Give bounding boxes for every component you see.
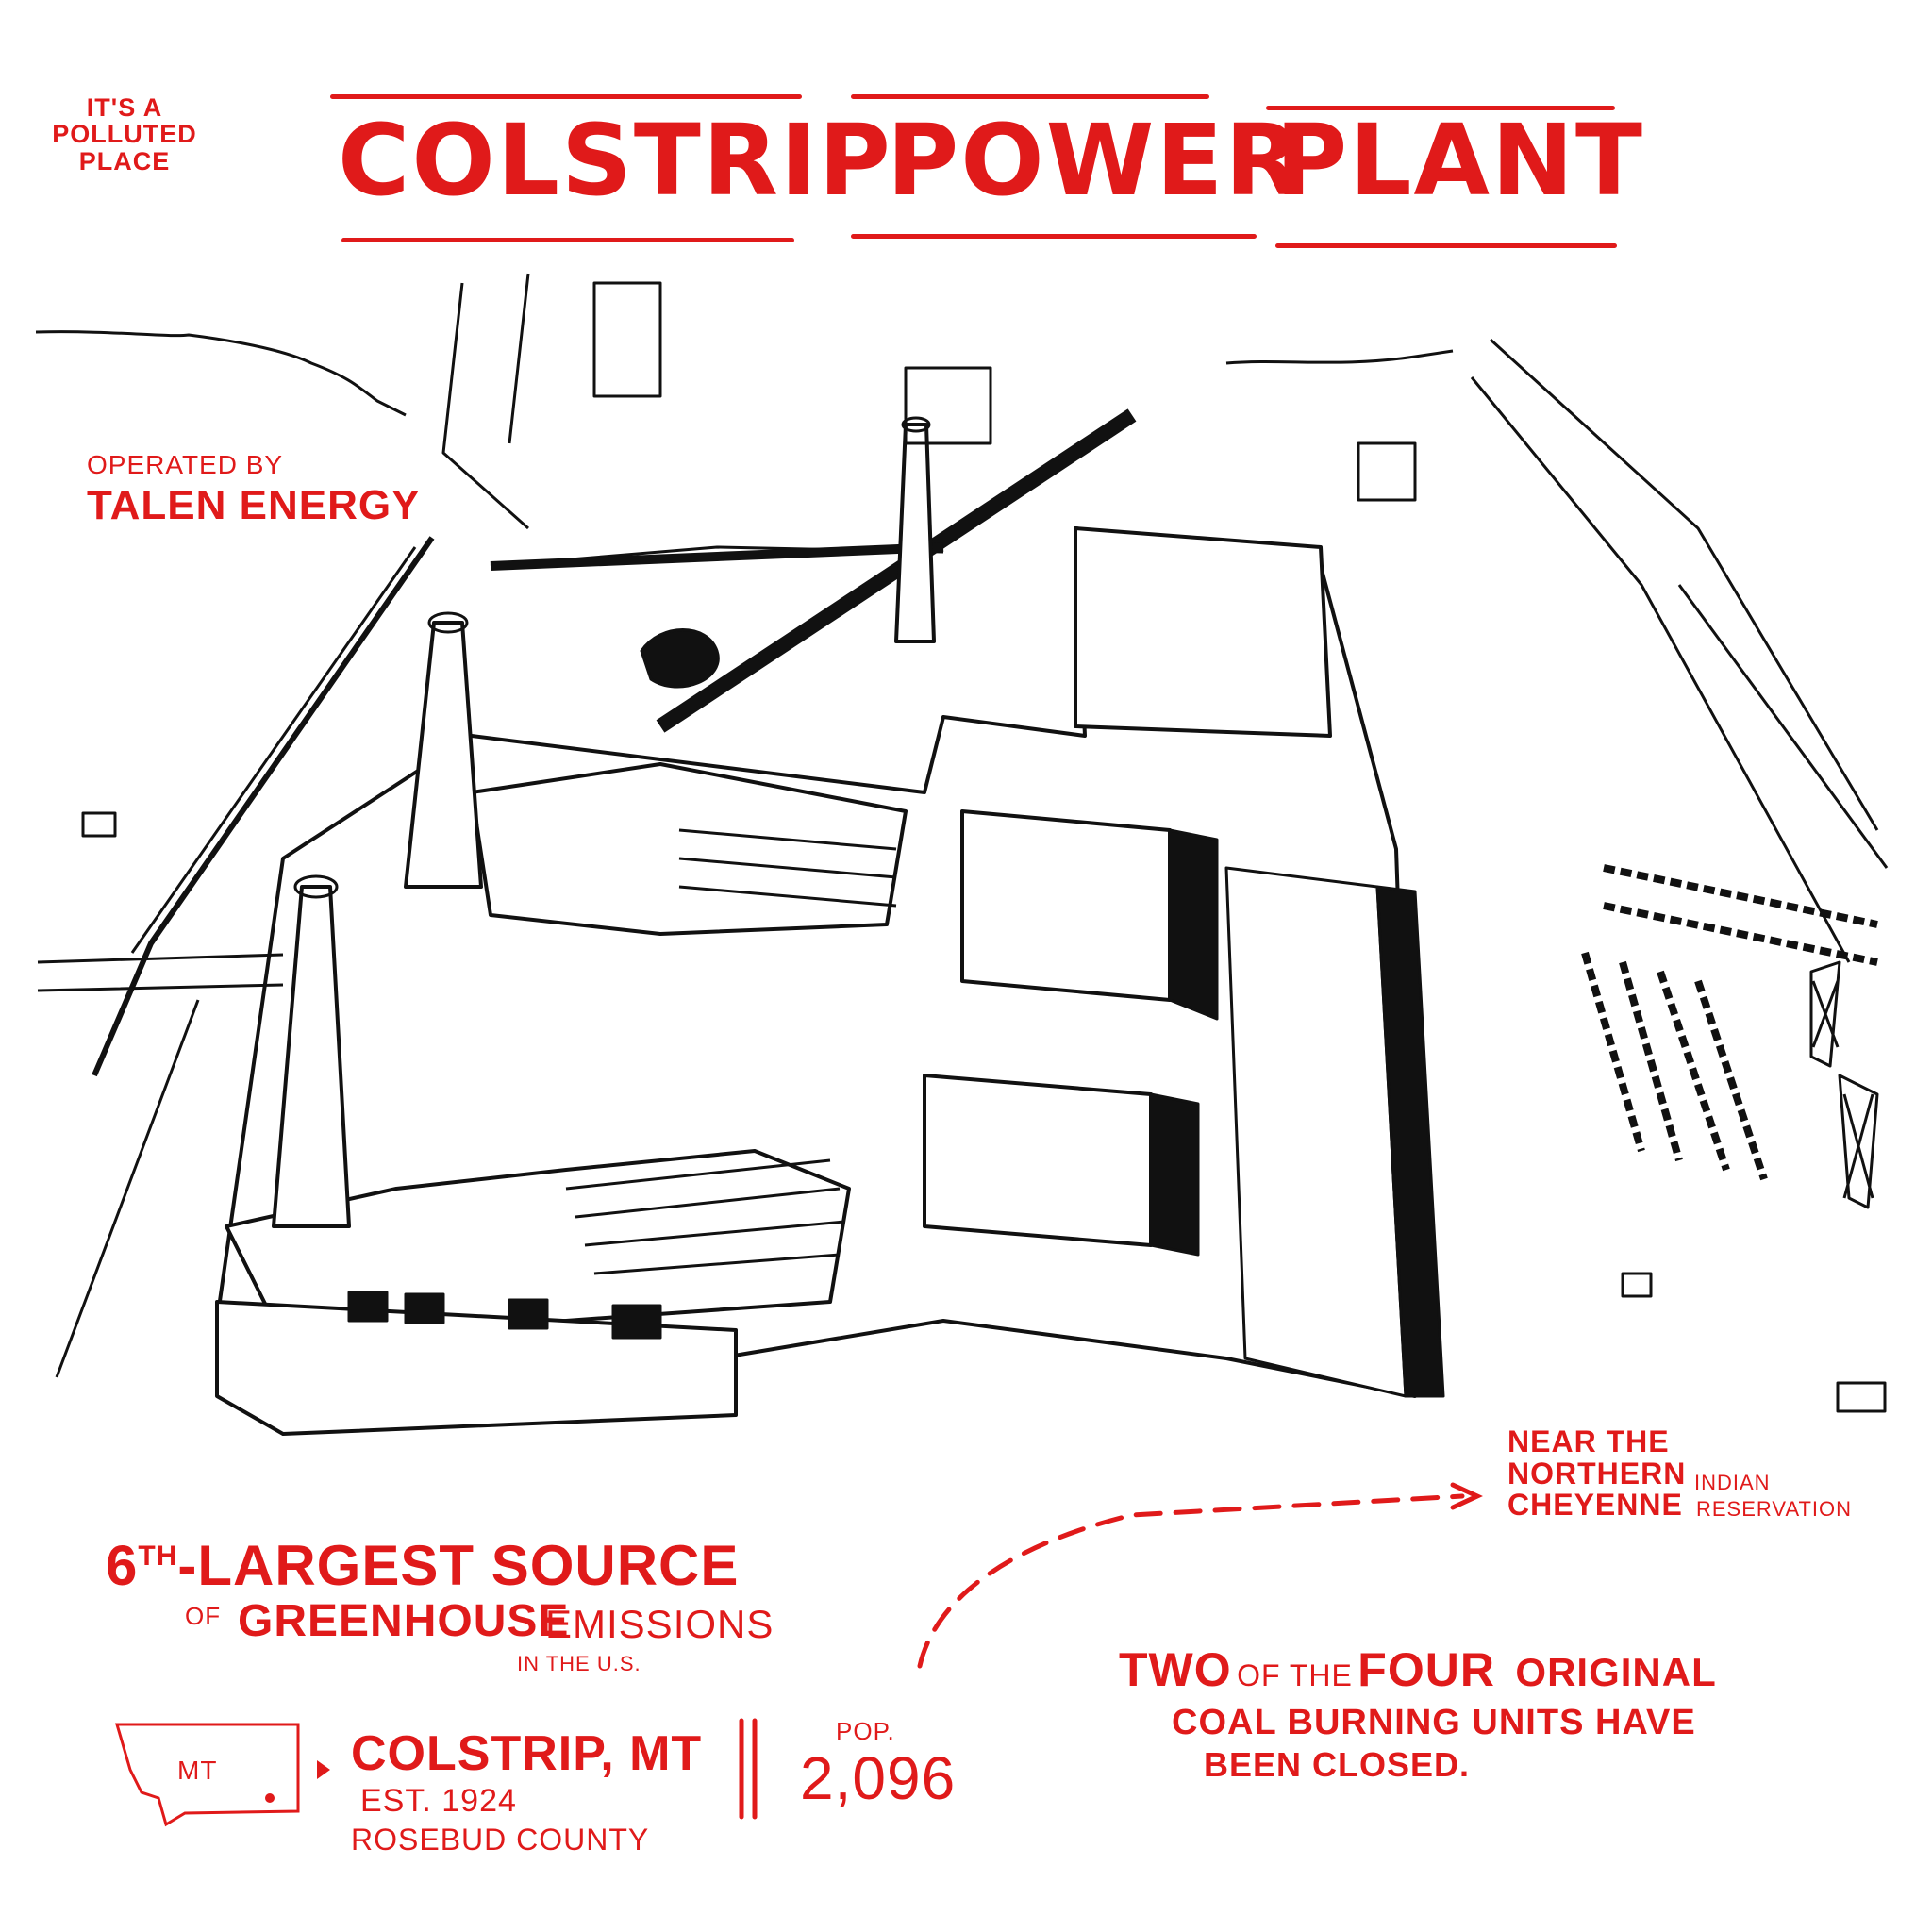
road-lower-left	[55, 999, 200, 1378]
title-bottom-rule-1	[341, 238, 794, 242]
title-top-rule-1	[330, 94, 802, 99]
largest-source-text: -LARGEST SOURCE	[177, 1534, 740, 1597]
boiler-building-upper	[960, 809, 1172, 1002]
outbuilding-1	[81, 811, 117, 838]
conveyor-2	[490, 542, 944, 571]
title-word-colstrip: COLSTRIP	[338, 103, 892, 218]
emissions-word: EMISSIONS	[545, 1602, 774, 1646]
title-word-plant: PLANT	[1275, 103, 1644, 218]
town-established: EST. 1924	[360, 1783, 517, 1819]
units-four: FOUR	[1357, 1643, 1495, 1696]
near-line-3: CHEYENNE	[1507, 1488, 1683, 1523]
turbine-hall	[1224, 866, 1407, 1398]
road-top-left	[441, 273, 530, 530]
outbuilding-3	[1621, 1272, 1653, 1298]
horizon-right	[1225, 349, 1454, 365]
units-original: ORIGINAL	[1515, 1650, 1717, 1694]
title-top-rule-2	[851, 94, 1209, 99]
road-left-diagonal	[92, 536, 435, 1077]
boiler-dark-wall-2	[1149, 1092, 1200, 1257]
boiler-building-top	[1074, 526, 1332, 738]
emissions-in-us: IN THE U.S.	[517, 1652, 641, 1675]
transmission-pylon-1	[1809, 960, 1841, 1068]
boiler-building-lower	[923, 1074, 1153, 1247]
title-bottom-rule-3	[1275, 243, 1617, 248]
stack-3	[894, 423, 936, 643]
rank-number: 6	[106, 1534, 139, 1597]
road-left-horizontal	[37, 953, 284, 992]
colstrip-location-dot	[265, 1793, 275, 1803]
road-right-3	[1677, 584, 1889, 869]
units-closed-note: TWO OF THE FOUR ORIGINAL COAL BURNING UN…	[1119, 1645, 1717, 1783]
road-left-diagonal-2	[130, 546, 417, 954]
boiler-dark-wall-1	[1168, 828, 1219, 1021]
polluted-line-3: PLACE	[78, 146, 171, 175]
stack-1-top	[427, 611, 469, 634]
coal-pile	[640, 628, 720, 689]
population-value: 2,096	[800, 1744, 957, 1812]
units-line-3: BEEN CLOSED.	[1204, 1745, 1471, 1785]
reservation-arrowhead	[1450, 1482, 1483, 1510]
emissions-of: OF	[185, 1602, 222, 1630]
reservation-dashed-arrow	[917, 1493, 1465, 1669]
polluted-line-2: POLLUTED	[52, 120, 197, 149]
units-of-the: OF THE	[1237, 1658, 1353, 1692]
duct-lines-lower	[565, 1158, 845, 1275]
near-line-2: NORTHERN	[1507, 1456, 1687, 1491]
title-bottom-rule-2	[851, 234, 1257, 239]
units-two: TWO	[1119, 1643, 1232, 1696]
title-word-power: POWER	[887, 103, 1303, 218]
coal-conveyor	[656, 408, 1137, 733]
emissions-rank-line: 6TH-LARGEST SOURCE	[106, 1536, 739, 1595]
stack-1	[404, 621, 483, 889]
town-name: COLSTRIP, MT	[351, 1726, 703, 1781]
near-line-1: NEAR THE	[1507, 1424, 1670, 1458]
outbuilding-5	[904, 366, 992, 445]
parking-rows	[1581, 864, 1878, 1181]
polluted-line-1: IT'S A	[86, 93, 163, 122]
outbuilding-2	[1836, 1381, 1887, 1413]
polluted-place-note: IT'S A POLLUTED PLACE	[49, 94, 200, 175]
units-line-1: TWO OF THE FOUR ORIGINAL	[1119, 1645, 1717, 1695]
outbuilding-6	[1357, 441, 1417, 502]
lower-ash-windows	[347, 1291, 662, 1340]
montana-outline	[115, 1723, 300, 1827]
horizon-hills	[35, 330, 407, 417]
emissions-greenhouse: GREENHOUSE	[238, 1596, 570, 1646]
stack-2-top	[293, 874, 339, 899]
stack-2	[272, 885, 351, 1228]
operator-name: TALEN ENERGY	[87, 482, 421, 529]
road-right-1	[1489, 338, 1879, 831]
duct-lines-upper	[678, 828, 897, 908]
annotations	[115, 1482, 1483, 1827]
pop-divider	[739, 1718, 758, 1820]
rank-suffix: TH	[138, 1541, 178, 1572]
operated-by-note: OPERATED BY TALEN ENERGY	[87, 451, 420, 528]
scrubber-ducts-upper	[470, 762, 908, 936]
transmission-pylon-2	[1838, 1074, 1879, 1209]
population-label: POP.	[836, 1717, 895, 1745]
montana-state-abbr: MT	[177, 1756, 218, 1785]
town-pointer-triangle	[317, 1760, 330, 1779]
operated-by-label: OPERATED BY	[87, 450, 284, 479]
title-top-rule-3	[1266, 106, 1615, 110]
road-right-2	[1470, 376, 1851, 963]
units-line-2: COAL BURNING UNITS HAVE	[1172, 1702, 1696, 1742]
town-county: ROSEBUD COUNTY	[351, 1823, 650, 1857]
indian-label: INDIAN	[1694, 1471, 1771, 1494]
plant-ink-drawing	[35, 273, 1889, 1436]
reservation-label: RESERVATION	[1696, 1497, 1853, 1521]
stack-3-top	[901, 416, 931, 433]
near-reservation-note: NEAR THE NORTHERN CHEYENNE	[1507, 1424, 1687, 1523]
outbuilding-4	[592, 281, 662, 398]
turbine-hall-shadow	[1375, 885, 1445, 1398]
